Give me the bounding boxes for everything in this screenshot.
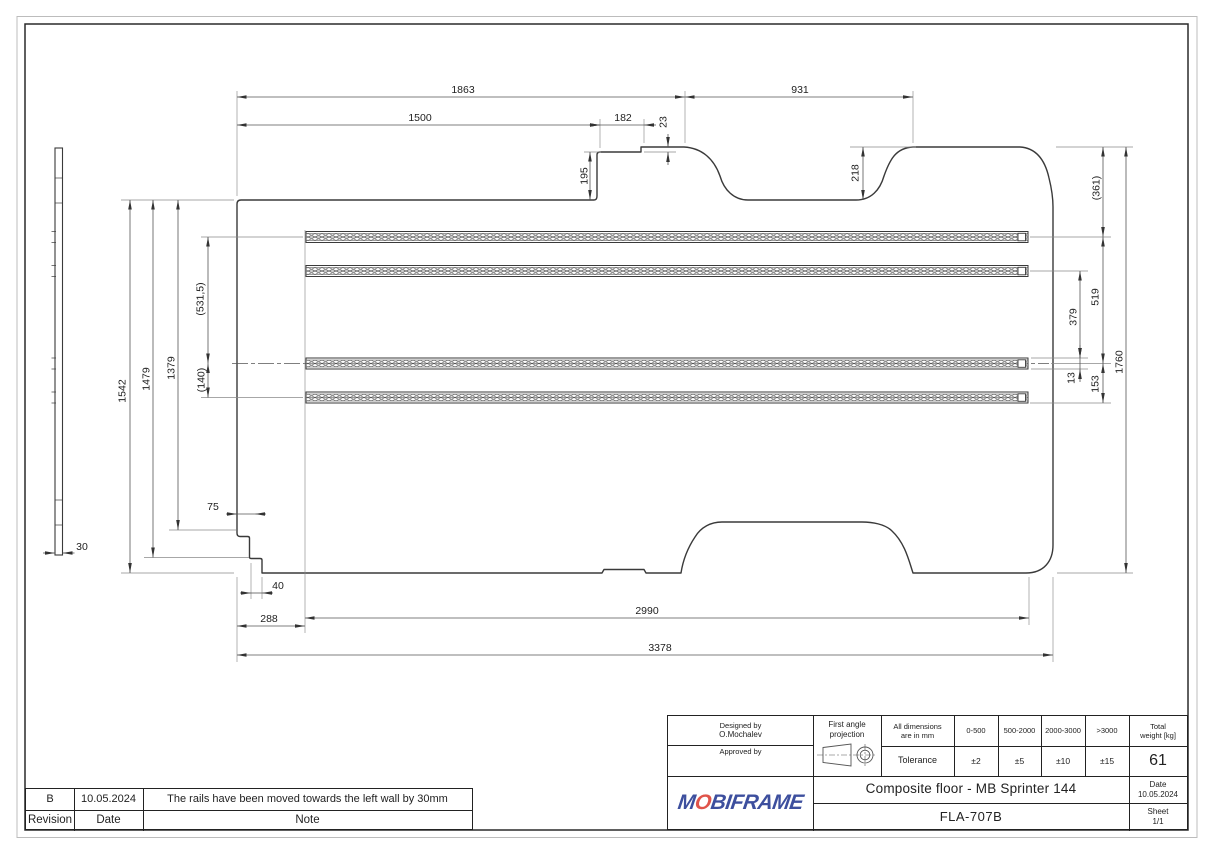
note-header-label: Note <box>295 813 320 826</box>
dim-1542: 1542 <box>117 379 129 403</box>
dims-note-line2: are in mm <box>900 731 935 740</box>
weight-label-line2: weight [kg] <box>1140 731 1176 740</box>
dim-40: 40 <box>272 580 284 592</box>
dimension-labels: 1863 931 1500 182 23 195 218 (361) 519 3… <box>76 84 1125 654</box>
dim-140: (140) <box>196 368 208 393</box>
dim-2990: 2990 <box>635 605 659 617</box>
tol-3-cell: ±10 <box>1041 746 1085 776</box>
range-1: 0-500 <box>966 726 986 736</box>
total-weight: 61 <box>1149 752 1167 769</box>
date-cell: Date 10.05.2024 <box>1129 776 1187 803</box>
tol-4: ±15 <box>1099 755 1115 766</box>
revision-value: B <box>26 789 74 810</box>
tol-4-cell: ±15 <box>1085 746 1129 776</box>
dim-182: 182 <box>614 112 632 124</box>
revision-letter: B <box>46 792 54 805</box>
dim-1863: 1863 <box>451 84 475 96</box>
revision-table: B 10.05.2024 The rails have been moved t… <box>25 788 473 831</box>
tol-2-cell: ±5 <box>998 746 1041 776</box>
tol-3: ±10 <box>1055 755 1071 766</box>
date-header-label: Date <box>96 813 121 826</box>
side-view <box>51 147 64 556</box>
dim-931: 931 <box>791 84 809 96</box>
sheet-label: Sheet <box>1147 807 1169 816</box>
tol-2: ±5 <box>1014 755 1025 766</box>
first-angle-projection-icon <box>817 743 877 767</box>
dim-379: 379 <box>1068 308 1080 326</box>
drawing-number: FLA-707B <box>939 808 1003 824</box>
drawing-title: Composite floor - MB Sprinter 144 <box>865 781 1077 797</box>
designed-by-cell: Designed by O.Mochalev <box>668 716 813 745</box>
revision-date: 10.05.2024 <box>74 789 143 810</box>
date-value: 10.05.2024 <box>1137 789 1179 799</box>
approved-by-cell: Approved by <box>668 745 813 778</box>
range-4: >3000 <box>1096 726 1118 736</box>
dim-1500: 1500 <box>408 112 432 124</box>
dim-23: 23 <box>658 116 670 128</box>
tol-1-cell: ±2 <box>954 746 998 776</box>
approved-by-label: Approved by <box>719 747 762 756</box>
designed-by-value: O.Mochalev <box>719 730 762 740</box>
date-header: Date <box>74 810 143 830</box>
revision-date-value: 10.05.2024 <box>80 792 137 805</box>
note-header: Note <box>143 810 472 830</box>
tolerance-label: Tolerance <box>897 755 938 766</box>
dimension-lines <box>43 95 1128 657</box>
projection-label-line1: First angle <box>828 720 866 729</box>
dim-531-5: (531,5) <box>195 282 207 315</box>
dim-361: (361) <box>1091 176 1103 201</box>
sheet-number: 1/1 <box>1152 817 1164 826</box>
tol-1: ±2 <box>971 755 981 766</box>
dims-note-line1: All dimensions <box>893 721 942 731</box>
sheet-cell: Sheet 1/1 <box>1129 803 1187 831</box>
drawing-title-cell: Composite floor - MB Sprinter 144 <box>813 776 1129 803</box>
revision-header: Revision <box>26 810 74 830</box>
dim-13: 13 <box>1066 372 1078 384</box>
logo-rest: BIFRAME <box>709 791 805 815</box>
revision-note: The rails have been moved towards the le… <box>143 789 472 810</box>
range-4-cell: >3000 <box>1085 716 1129 746</box>
weight-label-line1: Total <box>1150 721 1166 731</box>
dim-218: 218 <box>850 164 862 182</box>
revision-note-text: The rails have been moved towards the le… <box>167 792 448 805</box>
dim-3378: 3378 <box>648 642 672 654</box>
range-3-cell: 2000-3000 <box>1041 716 1085 746</box>
range-3: 2000-3000 <box>1045 726 1081 736</box>
designed-by-label: Designed by <box>719 720 762 730</box>
weight-value-cell: 61 <box>1129 746 1187 776</box>
dim-288: 288 <box>260 613 278 625</box>
tolerance-label-cell: Tolerance <box>881 746 954 776</box>
dim-519: 519 <box>1090 288 1102 306</box>
dim-1760: 1760 <box>1114 350 1126 374</box>
title-block: Designed by O.Mochalev Approved by First… <box>667 715 1188 831</box>
projection-label-line2: projection <box>829 730 865 739</box>
dim-1379: 1379 <box>166 356 178 380</box>
dim-75: 75 <box>207 501 219 513</box>
range-1-cell: 0-500 <box>954 716 998 746</box>
drawing-number-cell: FLA-707B <box>813 803 1129 831</box>
dim-195: 195 <box>579 167 591 185</box>
date-label: Date <box>1149 779 1167 789</box>
sheet-border <box>16 16 1198 838</box>
range-2: 500-2000 <box>1003 726 1036 736</box>
revision-header-label: Revision <box>27 813 73 826</box>
range-2-cell: 500-2000 <box>998 716 1041 746</box>
weight-label-cell: Total weight [kg] <box>1129 716 1187 746</box>
dims-note-cell: All dimensions are in mm <box>881 716 954 746</box>
projection-cell: First angle projection <box>813 716 881 780</box>
dim-1479: 1479 <box>141 367 153 391</box>
brand-logo: MOBIFRAME <box>668 776 813 831</box>
dim-153: 153 <box>1090 375 1102 393</box>
dim-30: 30 <box>76 541 88 553</box>
